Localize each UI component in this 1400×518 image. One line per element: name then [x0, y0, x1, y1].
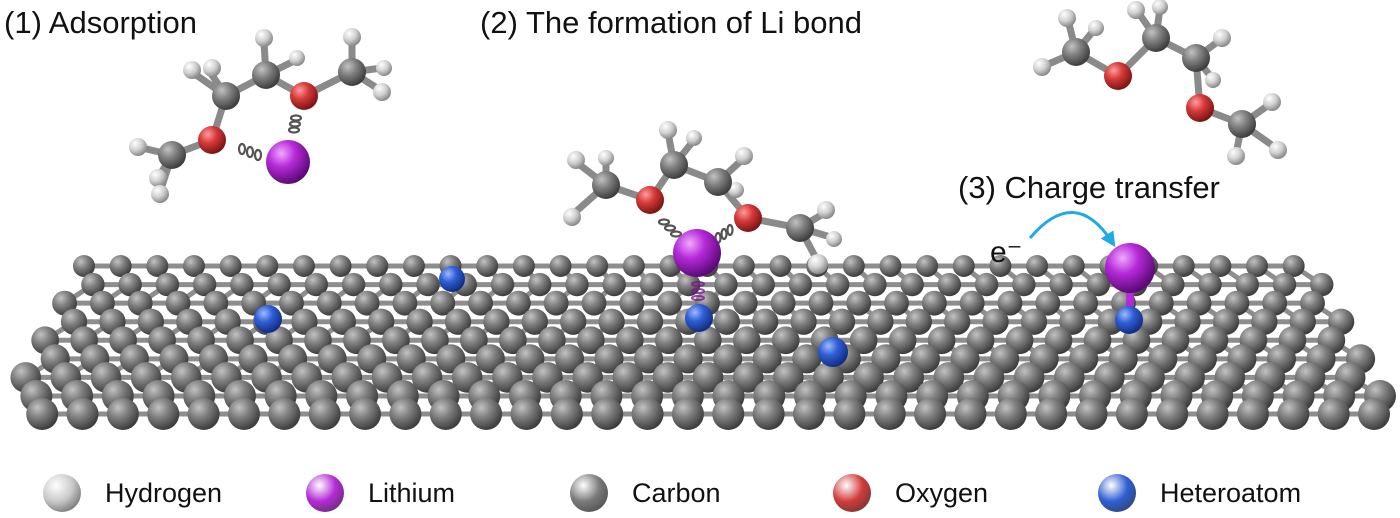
heteroatom: [254, 305, 282, 333]
legend-label: Oxygen: [895, 478, 988, 509]
heteroatom: [685, 304, 713, 332]
carbon-atom: [107, 398, 139, 430]
legend: Hydrogen Lithium Carbon Oxygen Heteroato…: [0, 468, 1400, 518]
carbon-atom: [751, 273, 774, 296]
carbon-atom: [26, 398, 58, 430]
carbon-atom: [712, 398, 744, 430]
carbon-atom: [228, 398, 260, 430]
carbon-atom: [147, 398, 179, 430]
carbon-atom: [1116, 398, 1148, 430]
legend-label: Hydrogen: [105, 478, 222, 509]
carbon-atom: [954, 398, 986, 430]
carbon-atom: [900, 273, 923, 296]
carbon-atom: [874, 398, 906, 430]
carbon-atom: [640, 273, 663, 296]
carbon-atom: [1075, 398, 1107, 430]
carbon-atom: [591, 398, 623, 430]
carbon-atom: [769, 255, 791, 277]
carbon-atom: [1035, 398, 1067, 430]
lithium-atom: [1105, 243, 1155, 293]
carbon-atom: [67, 398, 99, 430]
carbon-atom: [510, 398, 542, 430]
carbon-atom: [753, 398, 785, 430]
legend-label: Lithium: [368, 478, 455, 509]
carbon-atom: [1026, 255, 1048, 277]
lithium-atom: [266, 140, 310, 184]
carbon-atom: [349, 398, 381, 430]
carbon-atom: [366, 255, 388, 277]
carbon-atom: [826, 273, 849, 296]
oxygen-swatch: [833, 474, 871, 512]
carbon-atom: [309, 398, 341, 430]
carbon-atom: [619, 291, 644, 316]
carbon-atom: [793, 398, 825, 430]
carbon-atom: [623, 255, 645, 277]
electron-transfer-arrow: [1030, 212, 1112, 242]
dme-molecule-free: [1033, 0, 1287, 165]
carbon-atom: [330, 255, 352, 277]
carbon-atom: [528, 273, 551, 296]
carbon-atom: [586, 255, 608, 277]
carbon-atom: [995, 398, 1027, 430]
carbon-atom: [714, 273, 737, 296]
step-label-adsorption: (1) Adsorption: [4, 5, 197, 40]
carbon-atom: [733, 255, 755, 277]
carbon-atom: [293, 255, 315, 277]
carbon-atom: [879, 255, 901, 277]
step-label-charge-transfer: (3) Charge transfer: [958, 170, 1220, 205]
carbon-atom: [551, 398, 583, 430]
carbon-atom: [863, 273, 886, 296]
carbon-atom: [833, 398, 865, 430]
legend-item-heteroatom: Heteroatom: [1098, 468, 1301, 518]
carbon-atom: [1197, 398, 1229, 430]
carbon-atom: [1277, 398, 1309, 430]
carbon-atom: [268, 398, 300, 430]
dme-molecule-adsorption: [129, 28, 392, 203]
legend-label: Carbon: [632, 478, 721, 509]
carbon-atom: [733, 291, 758, 316]
lithium-atom: [673, 229, 721, 277]
heteroatom: [1115, 306, 1143, 334]
carbon-atom: [789, 273, 812, 296]
hydrogen-swatch: [43, 474, 81, 512]
carbon-atom: [1063, 255, 1085, 277]
carbon-atom: [1318, 398, 1350, 430]
carbon-atom: [389, 398, 421, 430]
step-label-li-bond: (2) The formation of Li bond: [480, 5, 862, 40]
carbon-atom: [188, 398, 220, 430]
carbon-atom: [672, 398, 704, 430]
carbon-atom: [953, 255, 975, 277]
legend-item-carbon: Carbon: [570, 468, 721, 518]
carbon-atom: [771, 291, 796, 316]
carbon-atom: [657, 291, 682, 316]
heteroatom: [439, 266, 465, 292]
heteroatom: [818, 337, 848, 367]
carbon-atom: [632, 398, 664, 430]
carbon-atom: [582, 291, 607, 316]
electron-label: e⁻: [990, 236, 1023, 269]
legend-item-oxygen: Oxygen: [833, 468, 988, 518]
legend-label: Heteroatom: [1160, 478, 1301, 509]
carbon-atom: [430, 398, 462, 430]
carbon-atom: [403, 255, 425, 277]
carbon-atom: [1156, 398, 1188, 430]
carbon-atom: [914, 398, 946, 430]
carbon-atom: [470, 398, 502, 430]
carbon-atom: [916, 255, 938, 277]
carbon-atom: [565, 273, 588, 296]
carbon-swatch: [570, 474, 608, 512]
carbon-atom: [550, 255, 572, 277]
carbon-atom: [491, 273, 514, 296]
carbon-atom: [513, 255, 535, 277]
lithium-swatch: [306, 474, 344, 512]
legend-item-lithium: Lithium: [306, 468, 455, 518]
heteroatom-swatch: [1098, 474, 1136, 512]
carbon-atom: [843, 255, 865, 277]
carbon-atom: [1237, 398, 1269, 430]
legend-item-hydrogen: Hydrogen: [43, 468, 222, 518]
carbon-atom: [476, 255, 498, 277]
carbon-atom: [1358, 398, 1390, 430]
carbon-atom: [603, 273, 626, 296]
